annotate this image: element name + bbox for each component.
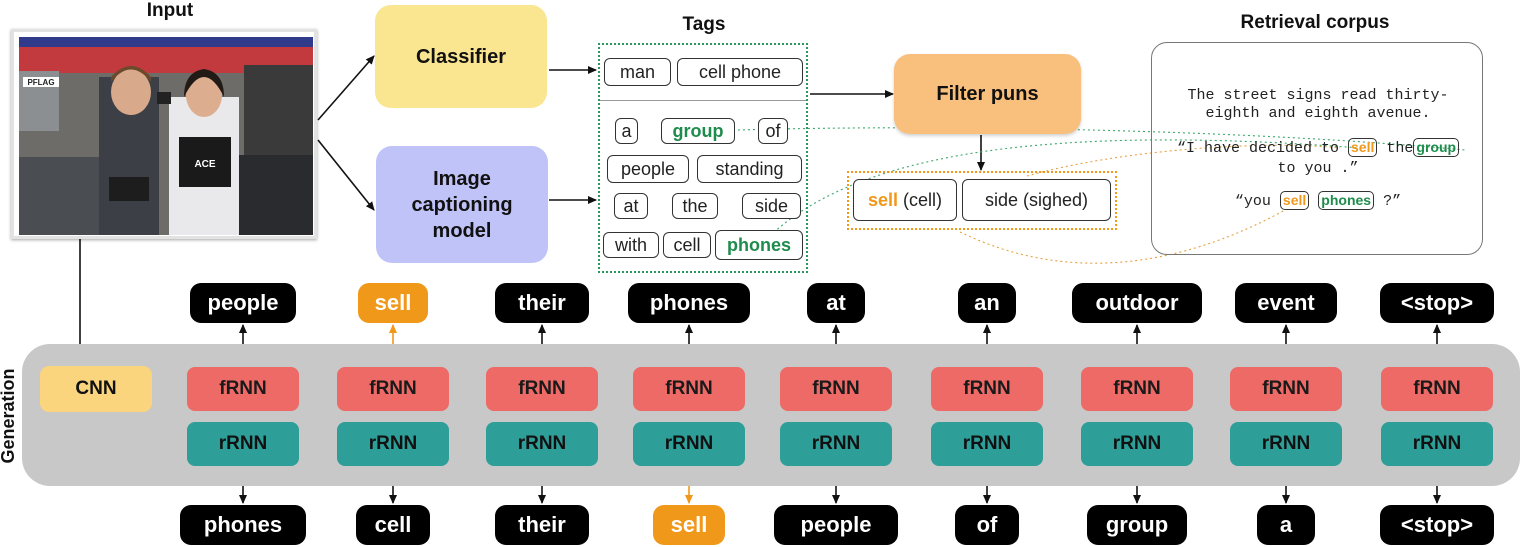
caption-tag: of — [758, 118, 788, 144]
frnn-cell: fRNN — [486, 367, 598, 411]
input-image-frame: PFLAG ACE — [11, 29, 317, 239]
rrnn-cell: rRNN — [1381, 422, 1493, 466]
corpus-sentence-3: “you sell phones ?” — [1156, 191, 1480, 212]
classifier-tag: man — [604, 58, 671, 86]
s2-pre: “I have decided to — [1176, 140, 1339, 157]
rrnn-cell: rRNN — [486, 422, 598, 466]
pun-side-sighed: side (sighed) — [962, 179, 1111, 221]
caption-tag: phones — [715, 230, 803, 260]
reverse-output-word: sell — [653, 505, 725, 545]
tags-title: Tags — [682, 14, 726, 35]
caption-tag: side — [742, 193, 801, 219]
caption-tag: the — [672, 193, 718, 219]
s3-pre: “you — [1234, 193, 1271, 210]
frnn-cell: fRNN — [633, 367, 745, 411]
forward-output-word: outdoor — [1072, 283, 1202, 323]
banner-text: PFLAG — [27, 78, 54, 87]
rrnn-cell: rRNN — [187, 422, 299, 466]
dotted-link-sell-1 — [1026, 144, 1341, 177]
forward-output-word: event — [1235, 283, 1337, 323]
forward-output-word: their — [495, 283, 589, 323]
reverse-output-word: of — [955, 505, 1019, 545]
arrow-image-to-captioning — [317, 139, 375, 211]
input-photo: PFLAG ACE — [19, 37, 313, 235]
classifier-tag: cell phone — [677, 58, 803, 86]
s3-post: ?” — [1383, 193, 1402, 210]
tags-box — [598, 43, 808, 273]
s2-sell-highlight: sell — [1348, 138, 1378, 157]
input-title: Input — [146, 0, 194, 21]
caption-tag: cell — [663, 232, 711, 258]
forward-output-word: <stop> — [1380, 283, 1494, 323]
arrow-image-to-classifier — [317, 55, 375, 121]
filter-puns-module: Filter puns — [894, 54, 1081, 134]
caption-tag: a — [615, 118, 638, 144]
reverse-output-word: their — [495, 505, 589, 545]
rrnn-cell: rRNN — [337, 422, 449, 466]
frnn-cell: fRNN — [931, 367, 1043, 411]
dotted-link-group — [737, 127, 1466, 151]
reverse-output-word: a — [1257, 505, 1315, 545]
rrnn-cell: rRNN — [1081, 422, 1193, 466]
s2-group-highlight: group — [1413, 138, 1460, 157]
rrnn-cell: rRNN — [1230, 422, 1342, 466]
generation-label: Generation — [0, 368, 18, 464]
reverse-output-word: people — [774, 505, 898, 545]
forward-output-word: at — [807, 283, 865, 323]
reverse-output-word: group — [1087, 505, 1187, 545]
shirt-text: ACE — [194, 159, 215, 170]
pun-sell-word: sell — [867, 189, 898, 210]
pun-sell-cell: sell (cell) — [853, 179, 957, 221]
frnn-cell: fRNN — [337, 367, 449, 411]
cnn-module: CNN — [40, 366, 152, 412]
frnn-cell: fRNN — [1381, 367, 1493, 411]
s3-sell-highlight: sell — [1279, 191, 1310, 210]
frnn-cell: fRNN — [1081, 367, 1193, 411]
rrnn-cell: rRNN — [633, 422, 745, 466]
forward-output-word: people — [190, 283, 296, 323]
reverse-output-word: cell — [356, 505, 430, 545]
classifier-module: Classifier — [375, 5, 547, 108]
caption-tag: group — [661, 118, 735, 144]
forward-output-word: an — [958, 283, 1016, 323]
caption-tag: people — [607, 155, 689, 183]
forward-output-word: phones — [628, 283, 750, 323]
captioning-module: Image captioning model — [376, 146, 548, 263]
pun-sell-source: (cell) — [903, 189, 943, 210]
rrnn-cell: rRNN — [931, 422, 1043, 466]
retrieval-corpus-box: The street signs read thirty-eighth and … — [1151, 42, 1483, 255]
rrnn-cell: rRNN — [780, 422, 892, 466]
reverse-output-word: <stop> — [1380, 505, 1494, 545]
frnn-cell: fRNN — [780, 367, 892, 411]
corpus-sentence-1: The street signs read thirty-eighth and … — [1187, 87, 1449, 122]
forward-output-word: sell — [358, 283, 428, 323]
caption-tag: with — [603, 232, 659, 258]
retrieval-title: Retrieval corpus — [1240, 12, 1390, 33]
dotted-link-phones — [769, 139, 1361, 237]
s2-mid: the — [1386, 140, 1414, 157]
puns-box — [847, 171, 1117, 230]
frnn-cell: fRNN — [187, 367, 299, 411]
frnn-cell: fRNN — [1230, 367, 1342, 411]
s3-phones-highlight: phones — [1318, 191, 1375, 210]
caption-tag: at — [614, 193, 648, 219]
tags-divider — [600, 100, 806, 101]
s2-post: to you .” — [1277, 160, 1359, 177]
reverse-output-word: phones — [180, 505, 306, 545]
caption-tag: standing — [697, 155, 802, 183]
